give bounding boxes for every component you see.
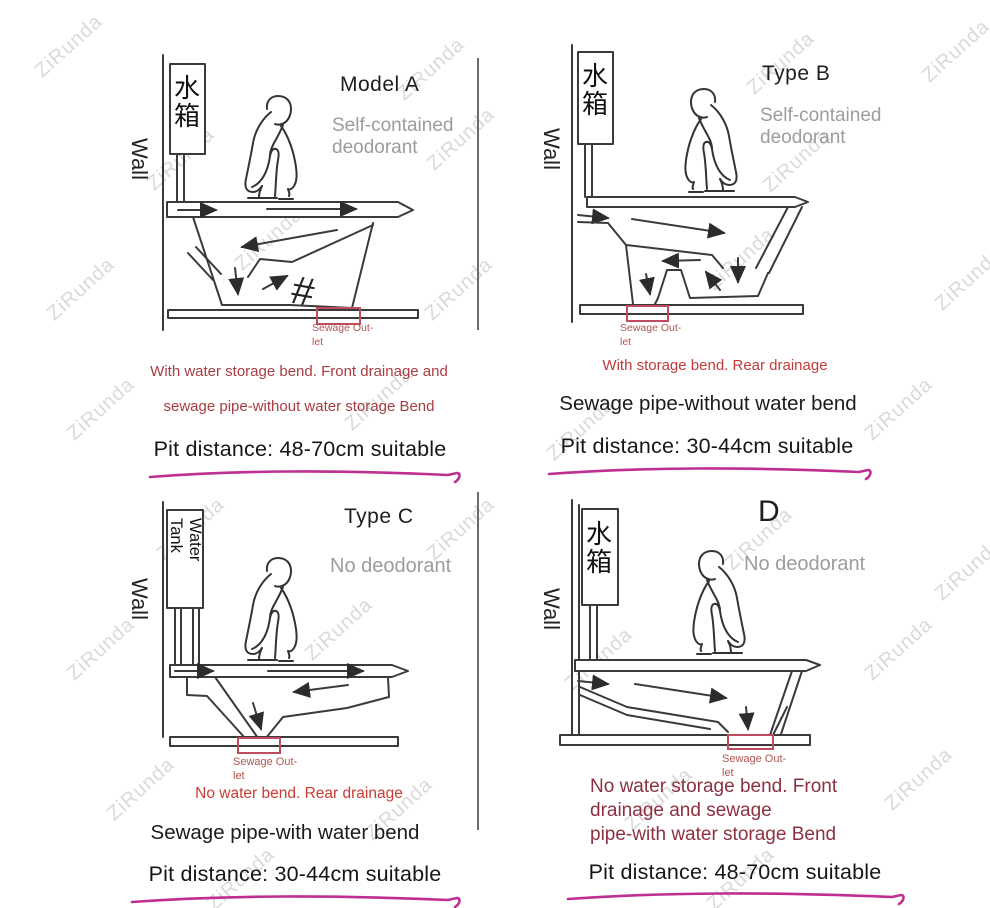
toilet-diagram-model-a: #	[162, 54, 419, 331]
sewage-outlet-box	[316, 307, 361, 325]
model-title-c: Type C	[344, 505, 414, 528]
model-title-a: Model A	[340, 73, 420, 96]
bowl-trap	[657, 269, 769, 299]
bowl-outline-left	[577, 221, 634, 305]
drainage-note-c: No water bend. Rear drainage	[195, 785, 403, 802]
sewage-outlet-box	[727, 734, 774, 750]
sewage-outlet-label-d: Sewage Out-let	[722, 753, 787, 780]
bowl-funnel-left	[186, 676, 246, 739]
watermark-text: ZiRunda	[30, 10, 108, 82]
tank-pipe	[589, 604, 598, 661]
tank-pipe	[584, 143, 593, 198]
sewage-outlet-label-a: Sewage Out-let	[312, 322, 374, 348]
inlet-chute	[187, 246, 222, 281]
tank-label-b: 水箱	[581, 61, 608, 120]
bowl-slope	[625, 244, 724, 269]
water-tank-box	[169, 63, 206, 155]
wall-label-d: Wall	[539, 588, 564, 630]
sewage-outlet-box	[626, 305, 669, 322]
watermark-text: ZiRunda	[42, 253, 120, 325]
quadrant-divider-top	[477, 58, 479, 330]
drainage-note-b: With storage bend. Rear drainage	[602, 357, 828, 374]
toilet-diagram-type-c	[162, 501, 409, 754]
drainage-note-d-line2: drainage and sewage	[590, 800, 772, 822]
pit-distance-c: Pit distance: 30-44cm suitable	[148, 862, 442, 886]
deodorant-note-b: Self-contained deodorant	[760, 105, 882, 149]
pink-underline-d	[566, 892, 905, 906]
platform-support	[755, 206, 803, 274]
tank-legs	[174, 607, 200, 666]
wall-label-a: Wall	[127, 138, 152, 180]
model-title-b: Type B	[762, 62, 831, 85]
sewage-outlet-box	[237, 737, 281, 754]
drainage-note-d-line1: No water storage bend. Front	[590, 776, 838, 797]
model-title-d: D	[758, 495, 780, 528]
water-tank-box	[581, 508, 619, 606]
bowl-slope-inner	[579, 694, 711, 730]
hash-mark: #	[288, 268, 318, 315]
outlet-funnel-right	[772, 706, 788, 736]
flow-arrows	[174, 663, 365, 731]
flow-arrows	[577, 674, 755, 731]
toilet-platform	[574, 659, 821, 672]
pink-underline-b	[547, 467, 872, 481]
toilet-diagram-type-d	[559, 499, 821, 750]
deodorant-note-c: No deodorant	[330, 555, 452, 577]
sewage-outlet-label-b: Sewage Out-let	[620, 322, 682, 348]
bowl-slope-outer	[579, 686, 729, 733]
wall-label-c: Wall	[127, 578, 152, 620]
bowl-funnel-right	[265, 676, 390, 739]
pit-distance-b: Pit distance: 30-44cm suitable	[560, 434, 854, 458]
pipe-text-b: Sewage pipe-without water bend	[559, 392, 857, 415]
tank-label-c: Water Tank	[166, 518, 204, 562]
pit-distance-d: Pit distance: 48-70cm suitable	[588, 860, 882, 884]
deodorant-note-d: No deodorant	[744, 553, 866, 575]
quadrant-divider-bottom	[477, 492, 479, 830]
bowl-outline	[192, 216, 374, 309]
flow-arrows	[577, 208, 746, 296]
floor-slab	[167, 309, 419, 319]
drainage-note-d: No water storage bend. Front drainage an…	[590, 775, 837, 847]
floor-slab	[579, 304, 804, 315]
sewage-outlet-label-c: Sewage Out-let	[233, 756, 298, 783]
wall-label-b: Wall	[539, 128, 564, 170]
tank-label-d: 水箱	[585, 519, 612, 578]
tank-pipe	[176, 153, 185, 203]
pink-underline-a	[148, 470, 461, 484]
floor-slab	[559, 734, 811, 746]
drainage-note-d-line3: pipe-with water storage Bend	[590, 824, 837, 846]
deodorant-note-a: Self-contained deodorant	[332, 115, 454, 159]
toilet-diagram-type-b	[571, 44, 809, 323]
bowl-funnel-inner	[214, 676, 259, 739]
flow-arrows	[177, 201, 358, 296]
floor-slab	[169, 736, 399, 747]
drainage-note-a-line1: With water storage bend. Front drainage …	[150, 363, 448, 380]
toilet-platform	[586, 196, 809, 208]
bowl-baffle	[247, 224, 374, 278]
water-tank-box	[577, 51, 614, 145]
pink-underline-c	[130, 895, 461, 908]
tank-label-a: 水箱	[173, 73, 200, 132]
pipe-text-c: Sewage pipe-with water bend	[150, 821, 420, 844]
pit-distance-a: Pit distance: 48-70cm suitable	[153, 437, 447, 461]
water-tank-box	[166, 509, 204, 609]
drainage-note-a-line2: sewage pipe-without water storage Bend	[163, 398, 435, 415]
platform-support	[769, 670, 803, 738]
